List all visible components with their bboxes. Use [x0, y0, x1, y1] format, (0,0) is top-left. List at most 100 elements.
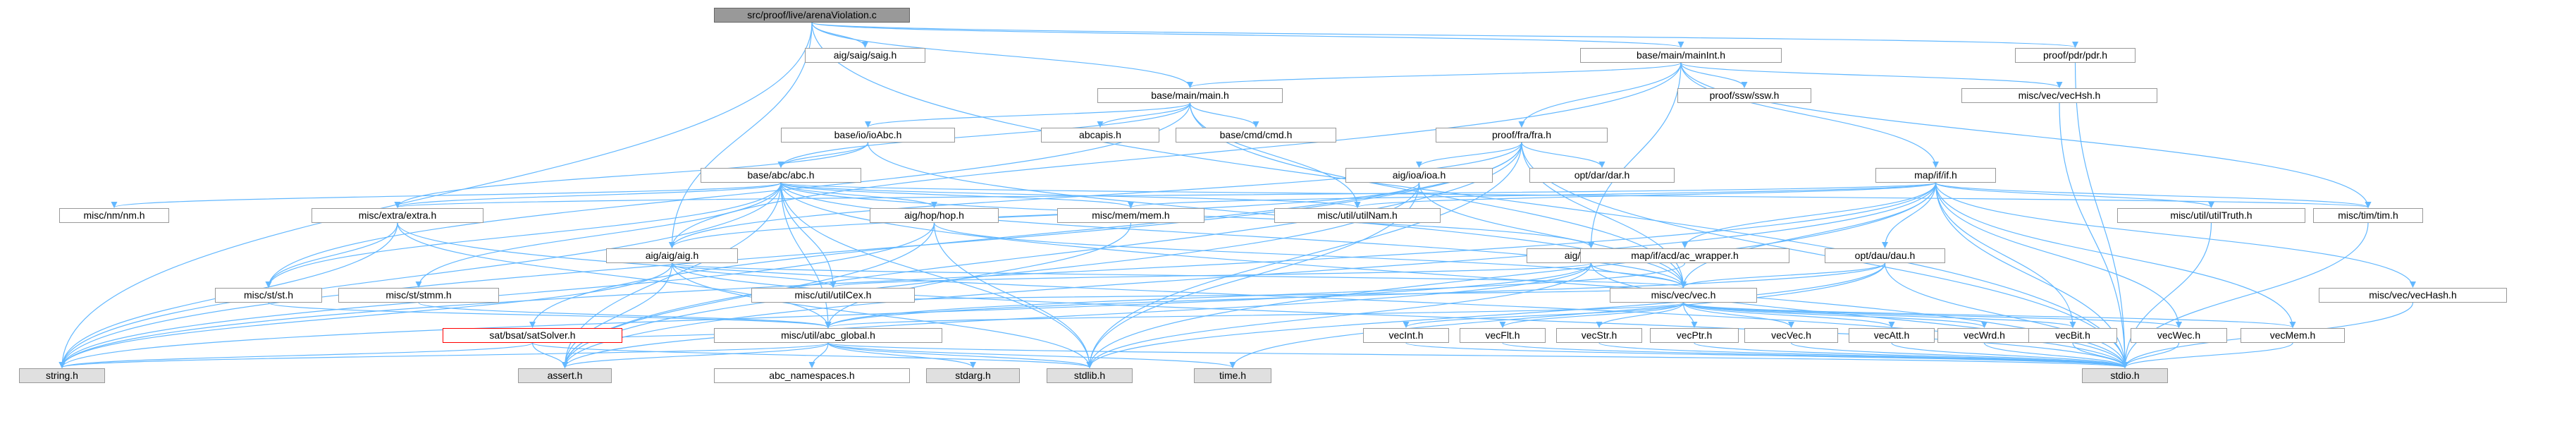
- edge-base_abc-to-misc_abc_global: [780, 182, 832, 328]
- node-misc-vechash[interactable]: misc/vec/vecHash.h: [2319, 288, 2507, 303]
- node-misc-st[interactable]: misc/st/st.h: [215, 288, 322, 303]
- edge-proof_fra-to-aig_ioa: [1416, 142, 1522, 168]
- node-base-ioabc[interactable]: base/io/ioAbc.h: [781, 128, 955, 143]
- node-proof-ssw[interactable]: proof/ssw/ssw.h: [1677, 88, 1811, 103]
- node-map-acd-wrapper[interactable]: map/if/acd/ac_wrapper.h: [1580, 248, 1789, 263]
- edge-opt_dau-to-stdlib_h: [1086, 262, 1886, 368]
- node-misc-stmm[interactable]: misc/st/stmm.h: [338, 288, 499, 303]
- edge-vecWrd-to-stdio_h: [1983, 342, 2128, 368]
- edge-misc_abc_global-to-stdlib_h: [827, 342, 1093, 368]
- node-misc-utilnam[interactable]: misc/util/utilNam.h: [1274, 208, 1441, 223]
- node-vecint[interactable]: vecInt.h: [1363, 328, 1449, 343]
- edge-sat_satSolver-to-stdlib_h: [531, 342, 1093, 368]
- edge-map_if-to-misc_mem: [1128, 182, 1937, 208]
- edge-misc_utilTruth-to-stdio_h: [2121, 222, 2212, 368]
- node-proof-fra[interactable]: proof/fra/fra.h: [1436, 128, 1608, 143]
- node-vecflt[interactable]: vecFlt.h: [1460, 328, 1546, 343]
- node-stdarg-h[interactable]: stdarg.h: [926, 368, 1020, 383]
- node-misc-mem[interactable]: misc/mem/mem.h: [1057, 208, 1204, 223]
- node-aig-saig[interactable]: aig/saig/saig.h: [805, 48, 925, 63]
- node-map-if[interactable]: map/if/if.h: [1875, 168, 1996, 183]
- edge-root-to-base_mainInt: [811, 22, 1684, 48]
- node-vecvec[interactable]: vecVec.h: [1744, 328, 1838, 343]
- edge-base_mainInt-to-map_if: [1680, 62, 1939, 168]
- edge-base_main-to-base_ioAbc: [865, 102, 1191, 128]
- edge-misc_vec-to-vecWrd: [1682, 302, 1988, 328]
- node-base-main[interactable]: base/main/main.h: [1097, 88, 1283, 103]
- node-vecwrd[interactable]: vecWrd.h: [1937, 328, 2031, 343]
- node-misc-vec[interactable]: misc/vec/vec.h: [1610, 288, 1757, 303]
- node-sat-satsolver[interactable]: sat/bsat/satSolver.h: [443, 328, 622, 343]
- edge-base_abc-to-misc_extra: [394, 182, 782, 208]
- edge-aig_gia-to-stdlib_h: [1086, 262, 1592, 368]
- edge-vecInt-to-stdio_h: [1405, 342, 2128, 368]
- edge-aig_gia-to-misc_utilCex: [830, 262, 1592, 288]
- edge-proof_fra-to-string_h: [58, 142, 1522, 368]
- edge-misc_abc_global-to-assert_h: [562, 342, 829, 368]
- node-base-abc[interactable]: base/abc/abc.h: [701, 168, 861, 183]
- node-time-h[interactable]: time.h: [1194, 368, 1271, 383]
- node-stdio-h[interactable]: stdio.h: [2082, 368, 2168, 383]
- node-vecmem[interactable]: vecMem.h: [2241, 328, 2345, 343]
- edge-misc_extra-to-misc_abc_global: [397, 222, 832, 328]
- node-string-h[interactable]: string.h: [19, 368, 105, 383]
- node-vecptr[interactable]: vecPtr.h: [1650, 328, 1739, 343]
- edge-misc_mem-to-misc_abc_global: [825, 222, 1132, 328]
- node-stdlib-h[interactable]: stdlib.h: [1047, 368, 1133, 383]
- node-vecbit[interactable]: vecBit.h: [2028, 328, 2117, 343]
- node-proof-pdr[interactable]: proof/pdr/pdr.h: [2015, 48, 2136, 63]
- edge-misc_vec-to-vecWec: [1682, 302, 2182, 328]
- node-root-file[interactable]: src/proof/live/arenaViolation.c: [714, 8, 910, 23]
- edge-base_main-to-base_abc: [777, 102, 1191, 168]
- node-opt-dau[interactable]: opt/dau/dau.h: [1825, 248, 1945, 263]
- edge-map_if-to-vecBit: [1935, 182, 2076, 328]
- edge-misc_vec-to-misc_abc_global: [825, 302, 1684, 328]
- edge-misc_vec-to-vecVec: [1682, 302, 1794, 328]
- node-misc-vechsh[interactable]: misc/vec/vecHsh.h: [1961, 88, 2157, 103]
- node-misc-utiltruth[interactable]: misc/util/utilTruth.h: [2117, 208, 2305, 223]
- edge-misc_abc_global-to-stdio_h: [827, 342, 2128, 368]
- edge-aig_ioa-to-aig_aig: [669, 182, 1420, 248]
- edge-misc_abc_global-to-abc_namespaces: [808, 342, 829, 368]
- edge-base_abc-to-misc_mem: [780, 182, 1134, 208]
- node-misc-abc-global[interactable]: misc/util/abc_global.h: [714, 328, 942, 343]
- edge-root-to-proof_pdr: [811, 22, 2078, 48]
- edge-misc_abc_global-to-time_h: [827, 342, 1236, 368]
- edge-misc_stmm-to-misc_abc_global: [418, 302, 832, 328]
- node-base-mainint[interactable]: base/main/mainInt.h: [1580, 48, 1782, 63]
- edge-aig_aig-to-stdio_h: [671, 262, 2128, 368]
- node-vecstr[interactable]: vecStr.h: [1556, 328, 1642, 343]
- node-aig-ioa[interactable]: aig/ioa/ioa.h: [1345, 168, 1493, 183]
- node-vecatt[interactable]: vecAtt.h: [1849, 328, 1935, 343]
- edge-proof_fra-to-stdio_h: [1521, 142, 2128, 368]
- edge-aig_gia-to-stdio_h: [1590, 262, 2128, 368]
- edge-aig_aig-to-stdlib_h: [671, 262, 1093, 368]
- edge-map_if-to-string_h: [58, 182, 1937, 368]
- edge-vecAtt-to-stdio_h: [1891, 342, 2128, 368]
- node-misc-extra[interactable]: misc/extra/extra.h: [312, 208, 483, 223]
- edge-vecMem-to-stdio_h: [2121, 342, 2293, 368]
- node-assert-h[interactable]: assert.h: [518, 368, 612, 383]
- edge-base_main-to-base_cmd: [1189, 102, 1259, 128]
- node-abcapis[interactable]: abcapis.h: [1041, 128, 1159, 143]
- edge-map_if-to-opt_dau: [1882, 182, 1937, 248]
- node-misc-tim[interactable]: misc/tim/tim.h: [2313, 208, 2423, 223]
- node-aig-aig[interactable]: aig/aig/aig.h: [606, 248, 738, 263]
- edge-opt_dau-to-misc_vec: [1680, 262, 1886, 288]
- edge-root-to-base_main: [811, 22, 1193, 88]
- edge-misc_vec-to-vecBit: [1682, 302, 2076, 328]
- node-opt-dar[interactable]: opt/dar/dar.h: [1529, 168, 1675, 183]
- edge-aig_ioa-to-misc_vec: [1418, 182, 1687, 288]
- node-abc-namespaces[interactable]: abc_namespaces.h: [714, 368, 910, 383]
- node-aig-hop[interactable]: aig/hop/hop.h: [870, 208, 999, 223]
- edge-base_abc-to-misc_stmm: [415, 182, 782, 288]
- node-misc-nm[interactable]: misc/nm/nm.h: [59, 208, 169, 223]
- node-base-cmd[interactable]: base/cmd/cmd.h: [1176, 128, 1336, 143]
- node-misc-utilcex[interactable]: misc/util/utilCex.h: [751, 288, 915, 303]
- node-vecwec[interactable]: vecWec.h: [2131, 328, 2227, 343]
- edge-proof_fra-to-aig_aig: [669, 142, 1522, 248]
- edge-root-to-aig_aig: [669, 22, 813, 248]
- edge-sat_satSolver-to-string_h: [58, 342, 534, 368]
- dependency-edges: [58, 22, 2416, 368]
